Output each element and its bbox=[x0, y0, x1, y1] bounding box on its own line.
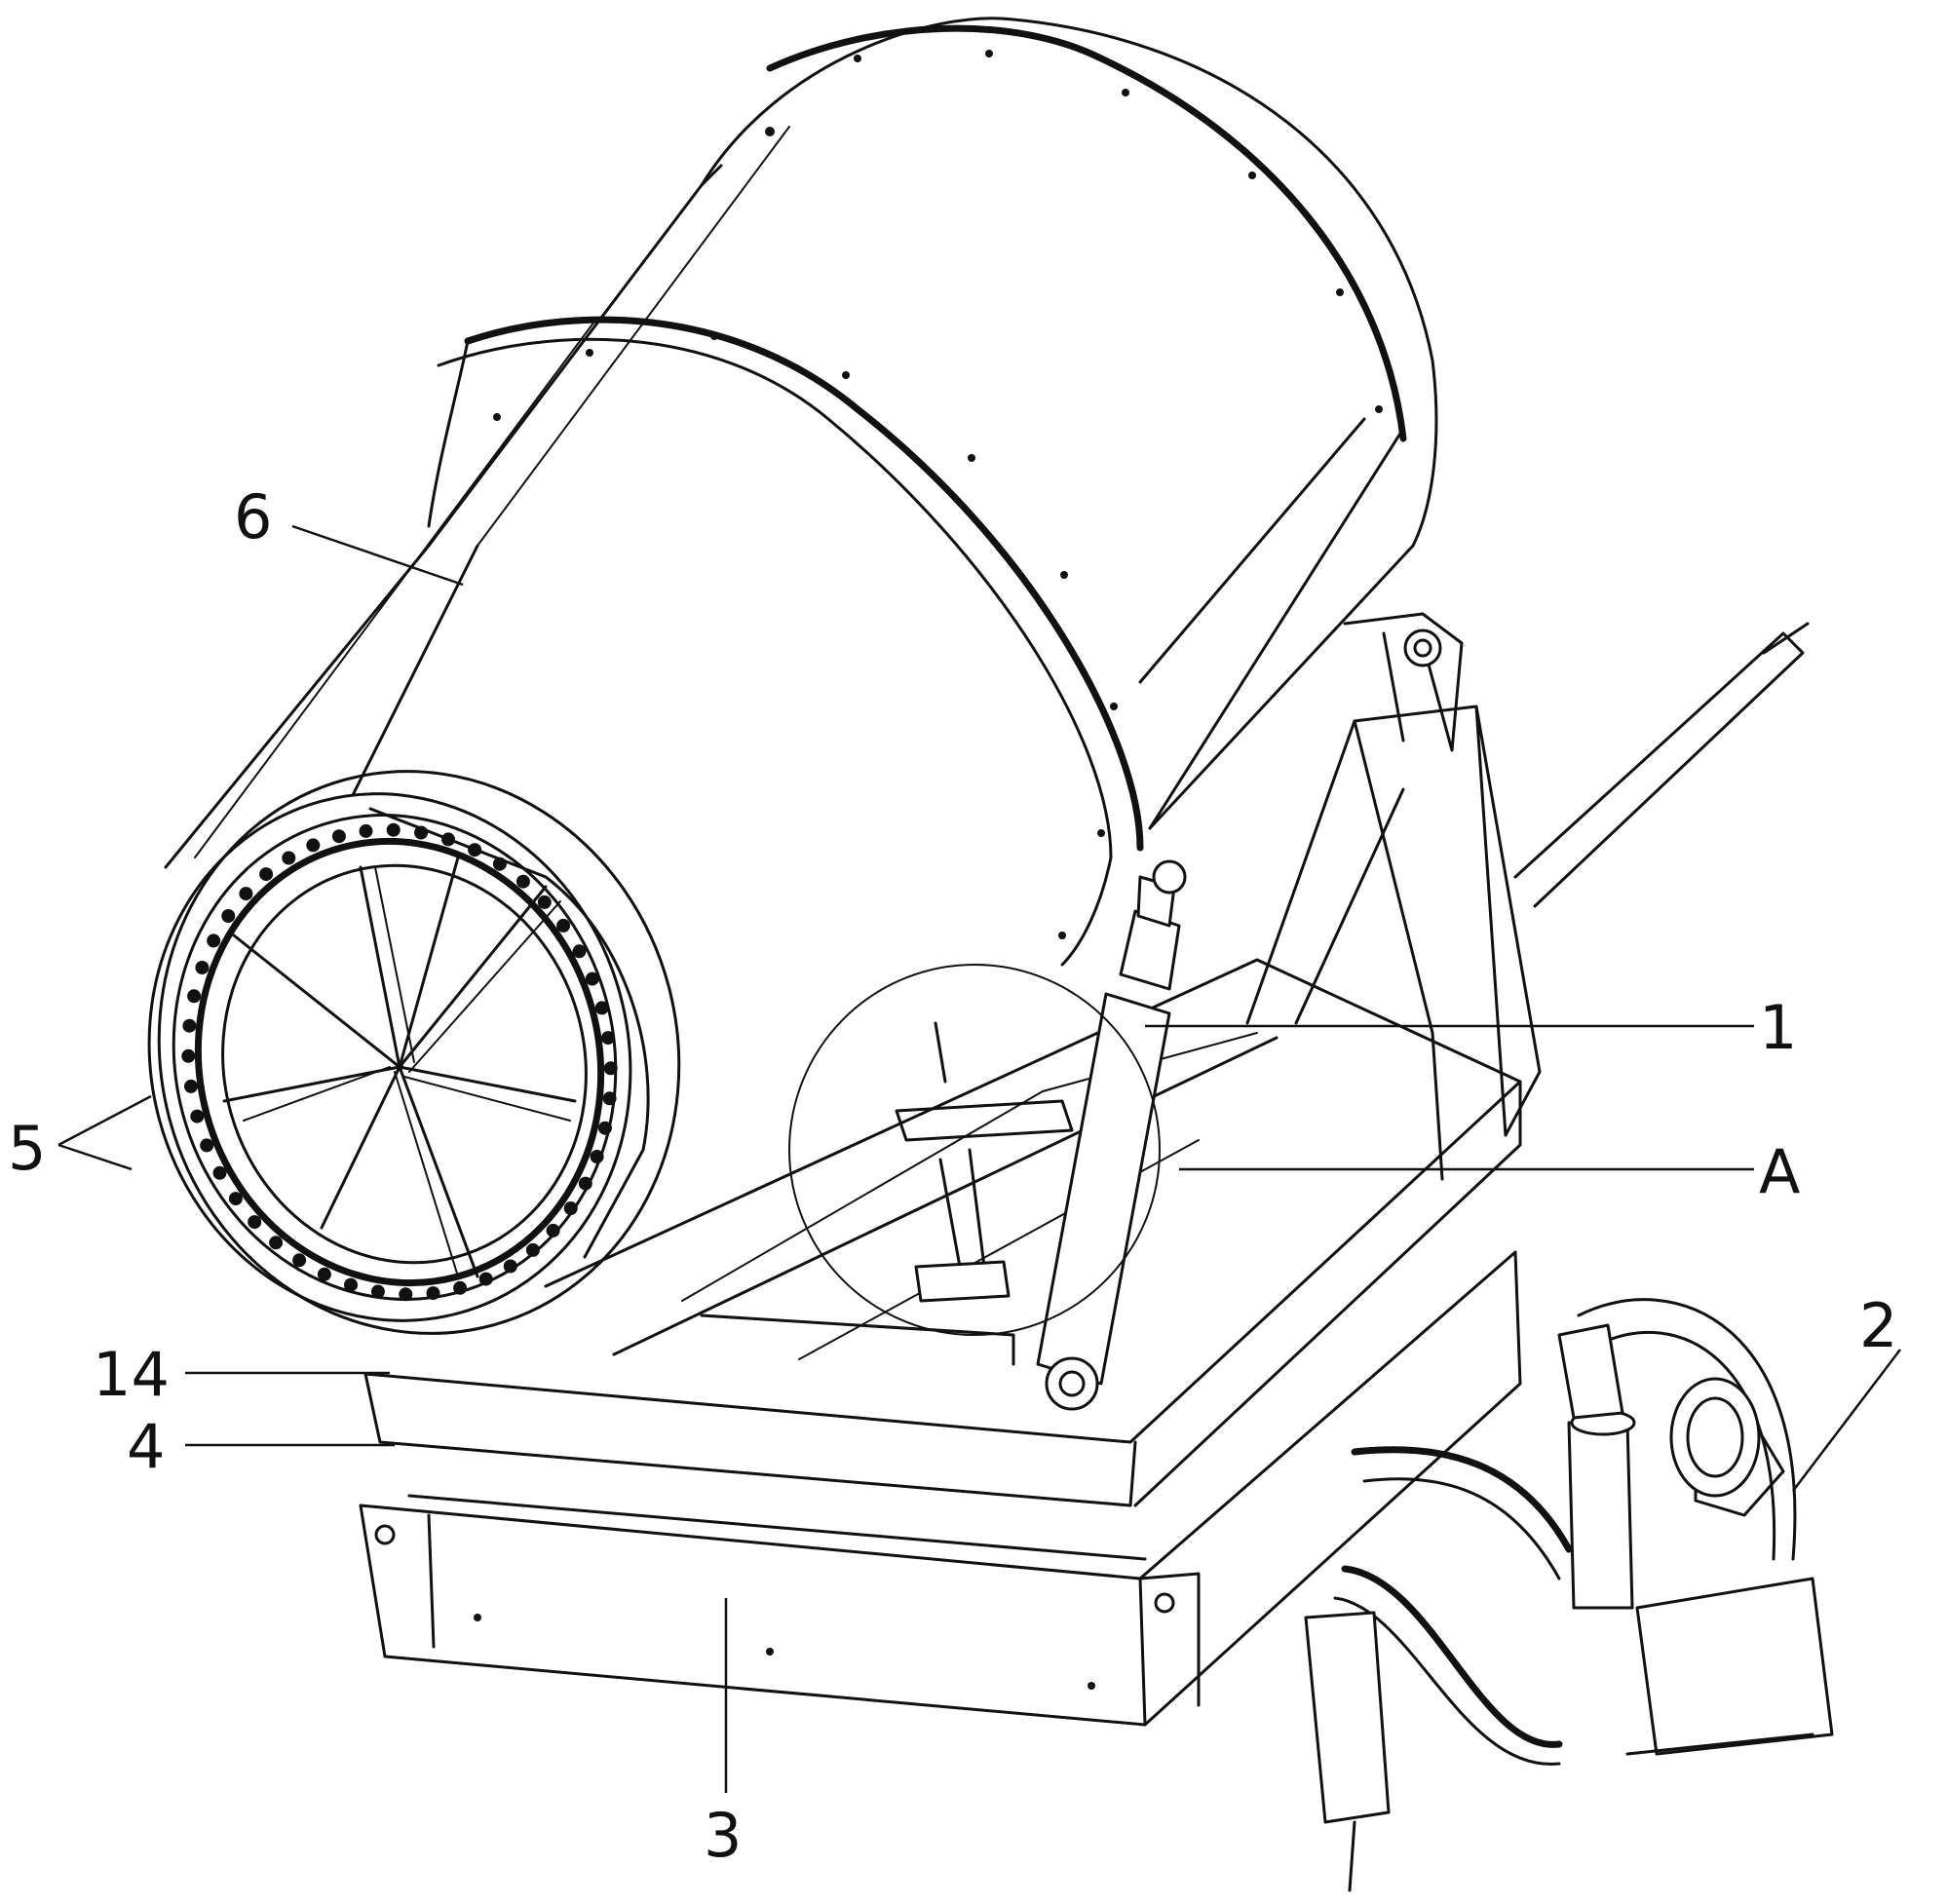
nozzle bbox=[590, 1150, 604, 1163]
inner-plumbing bbox=[700, 1021, 1074, 1366]
nozzle bbox=[602, 1091, 617, 1106]
fan-blades bbox=[222, 856, 577, 1278]
nozzle bbox=[190, 1109, 205, 1123]
nozzle bbox=[200, 1138, 214, 1153]
leader-2 bbox=[1792, 1349, 1901, 1492]
detail-circle-A bbox=[788, 964, 1161, 1336]
nozzle bbox=[259, 867, 274, 882]
nozzle bbox=[525, 1242, 540, 1257]
base-frame bbox=[359, 958, 1522, 1727]
nozzle bbox=[292, 1253, 307, 1268]
nozzle bbox=[603, 1061, 618, 1076]
nozzle bbox=[453, 1280, 468, 1295]
callout-A: A bbox=[1759, 1136, 1800, 1207]
nozzle bbox=[344, 1277, 358, 1292]
nozzle bbox=[515, 874, 530, 889]
nozzle bbox=[426, 1286, 440, 1301]
front-nozzle-ring bbox=[147, 770, 681, 1335]
middle-flange-ring bbox=[427, 316, 1144, 967]
callout-6: 6 bbox=[234, 481, 272, 552]
nozzle bbox=[228, 1192, 243, 1206]
leader-5a bbox=[57, 1094, 152, 1147]
nozzle bbox=[478, 1272, 493, 1286]
nozzle bbox=[468, 843, 482, 857]
nozzle bbox=[207, 933, 221, 948]
nozzle bbox=[306, 838, 321, 853]
nozzle bbox=[195, 961, 210, 974]
nozzle bbox=[556, 918, 571, 933]
nozzle bbox=[546, 1223, 560, 1238]
nozzle bbox=[594, 1001, 609, 1015]
nozzle bbox=[181, 1048, 196, 1063]
callout-2: 2 bbox=[1859, 1290, 1897, 1361]
nozzle bbox=[414, 825, 429, 840]
nozzle bbox=[317, 1267, 331, 1281]
nozzle bbox=[585, 971, 599, 986]
drum-rear-ring bbox=[700, 17, 1438, 548]
leader-6 bbox=[291, 524, 464, 587]
nozzle bbox=[601, 1031, 615, 1046]
nozzle bbox=[572, 944, 587, 959]
nozzle bbox=[282, 851, 296, 865]
callout-5: 5 bbox=[8, 1113, 46, 1184]
nozzle bbox=[597, 1121, 612, 1135]
leader-5b bbox=[57, 1143, 133, 1171]
nozzle bbox=[239, 887, 253, 901]
nozzle bbox=[221, 909, 236, 923]
nozzle bbox=[370, 1284, 385, 1299]
nozzle bbox=[563, 1201, 578, 1215]
callout-labels: 6 1 A 5 2 14 4 3 bbox=[8, 481, 1897, 1871]
nozzle bbox=[248, 1215, 262, 1230]
nozzle bbox=[492, 857, 507, 871]
lift-cylinder bbox=[1036, 859, 1187, 1411]
nozzle bbox=[441, 832, 455, 847]
flange-bolts bbox=[493, 50, 1383, 939]
callout-1: 1 bbox=[1759, 992, 1797, 1063]
callout-4: 4 bbox=[127, 1411, 165, 1482]
nozzle bbox=[386, 822, 401, 837]
leader-lines bbox=[57, 524, 1901, 1793]
fan-housing bbox=[164, 126, 1415, 869]
nozzle bbox=[503, 1259, 517, 1274]
nozzle bbox=[182, 1018, 197, 1033]
pump-assembly bbox=[1304, 622, 1834, 1892]
nozzle bbox=[537, 895, 552, 909]
callout-3: 3 bbox=[704, 1800, 742, 1871]
support-yoke bbox=[1245, 612, 1542, 1181]
nozzle bbox=[578, 1176, 592, 1191]
callout-14: 14 bbox=[93, 1339, 170, 1410]
nozzle bbox=[269, 1236, 284, 1250]
nozzle bbox=[399, 1287, 413, 1302]
nozzle bbox=[359, 823, 373, 838]
nozzle bbox=[331, 829, 346, 844]
nozzle-dots bbox=[181, 822, 618, 1302]
nozzle bbox=[187, 989, 202, 1004]
nozzle bbox=[212, 1165, 227, 1180]
nozzle bbox=[184, 1079, 198, 1093]
